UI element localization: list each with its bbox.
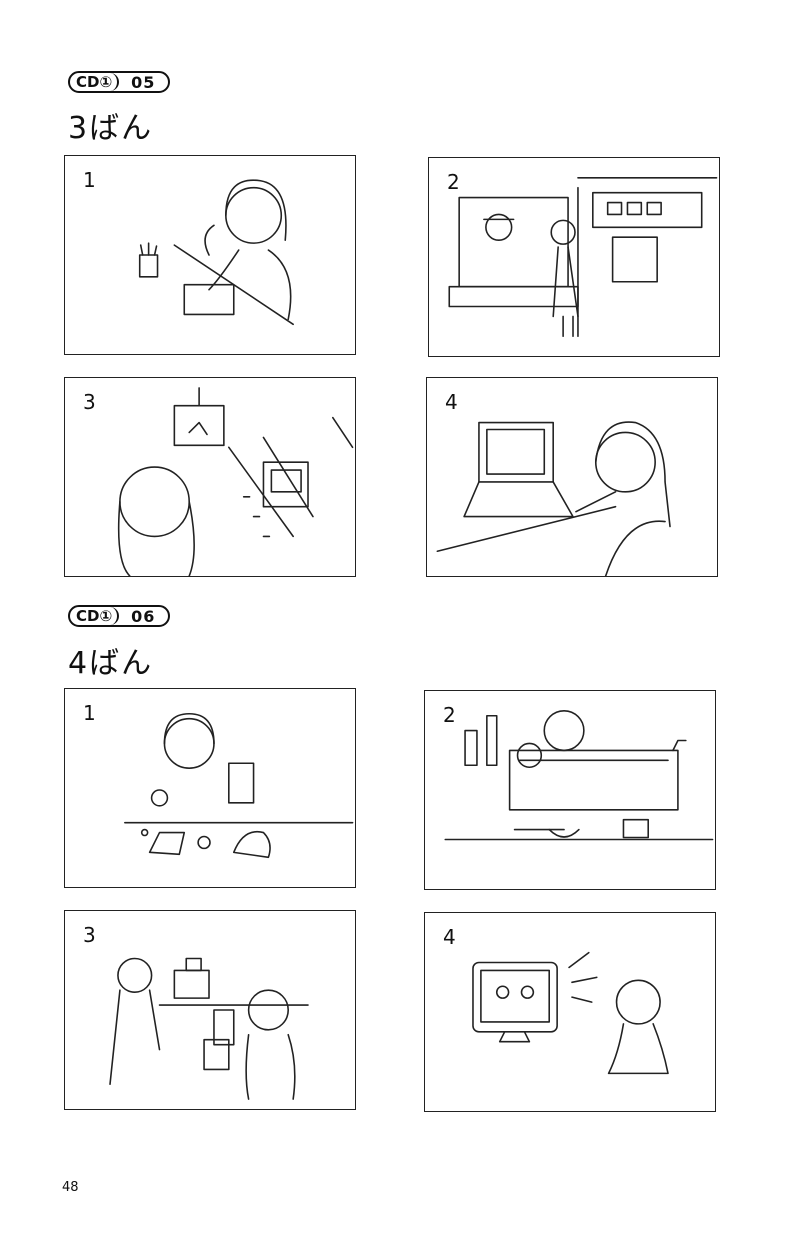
option-panel-platform-clock[interactable]: 3 — [64, 377, 356, 577]
cd-track-badge: CD① 05 — [68, 71, 170, 93]
page-number: 48 — [62, 1180, 79, 1195]
option-panel-shop[interactable]: 3 — [64, 910, 356, 1110]
platform-clock-illustration — [117, 387, 354, 576]
question-title: 4ばん — [68, 646, 154, 681]
option-panel-station-counter[interactable]: 2 — [428, 157, 720, 357]
shopping-register-illustration — [109, 957, 309, 1100]
boy-watching-tv-illustration — [472, 951, 669, 1075]
question-title: 3ばん — [68, 111, 154, 146]
option-panel-snacks[interactable]: 1 — [64, 688, 356, 888]
option-panel-phone[interactable]: 1 — [64, 155, 356, 355]
woman-on-laptop-illustration — [436, 421, 671, 576]
option-panel-laptop[interactable]: 4 — [426, 377, 718, 577]
bathing-dog-illustration — [444, 710, 714, 841]
option-panel-tv[interactable]: 4 — [424, 912, 716, 1112]
woman-on-phone-illustration — [138, 179, 294, 326]
cd-track-badge: CD① 06 — [68, 605, 170, 627]
boy-eating-snacks-illustration — [124, 712, 354, 859]
ticket-counter-illustration — [448, 177, 718, 337]
option-panel-bath[interactable]: 2 — [424, 690, 716, 890]
